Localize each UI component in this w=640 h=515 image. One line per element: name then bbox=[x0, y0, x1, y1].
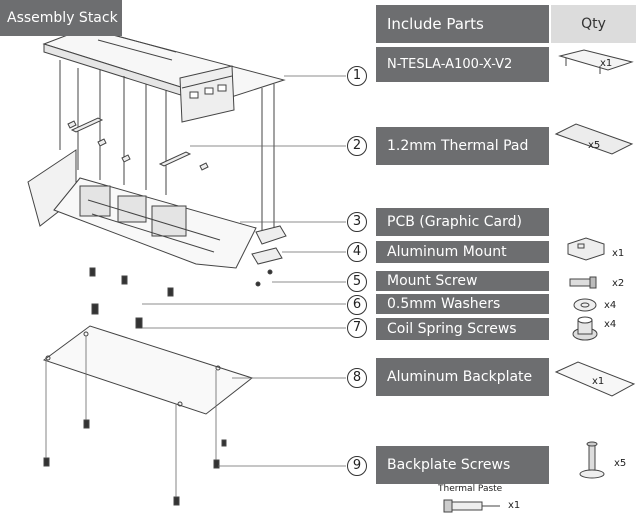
callout-6: 6 bbox=[347, 295, 367, 315]
thermal-paste-qty: x1 bbox=[508, 500, 521, 511]
qty-2: x5 bbox=[588, 140, 601, 151]
backplate bbox=[42, 325, 254, 415]
callout-9: 9 bbox=[347, 456, 367, 476]
qty-9: x5 bbox=[614, 458, 627, 469]
backplate-screws bbox=[43, 419, 227, 506]
callout-7: 7 bbox=[347, 318, 367, 338]
callout-4: 4 bbox=[347, 242, 367, 262]
aluminum-mount bbox=[251, 225, 287, 265]
qty-4: x1 bbox=[612, 248, 625, 259]
part-name-1: N-TESLA-A100-X-V2 bbox=[376, 47, 549, 82]
callout-1: 1 bbox=[347, 66, 367, 86]
part-name-3: PCB (Graphic Card) bbox=[376, 208, 549, 236]
assembly-stack-title: Assembly Stack bbox=[0, 0, 122, 36]
qty-8: x1 bbox=[592, 376, 605, 387]
qty-6: x4 bbox=[604, 300, 617, 311]
part-name-4: Aluminum Mount bbox=[376, 241, 549, 263]
pcb bbox=[27, 149, 257, 269]
part-name-6: 0.5mm Washers bbox=[376, 294, 549, 314]
qty-7: x4 bbox=[604, 319, 617, 330]
qty-5: x2 bbox=[612, 278, 625, 289]
water-block bbox=[42, 27, 286, 235]
include-parts-header: Include Parts bbox=[376, 5, 549, 43]
callout-5: 5 bbox=[347, 272, 367, 292]
qty-1: x1 bbox=[600, 58, 613, 69]
part-name-9: Backplate Screws bbox=[376, 446, 549, 484]
thermal-pads bbox=[67, 117, 209, 171]
qty-header: Qty bbox=[551, 5, 636, 43]
screws bbox=[89, 267, 273, 329]
callout-2: 2 bbox=[347, 136, 367, 156]
part-name-7: Coil Spring Screws bbox=[376, 318, 549, 340]
part-name-5: Mount Screw bbox=[376, 271, 549, 291]
part-name-2: 1.2mm Thermal Pad bbox=[376, 127, 549, 165]
thermal-paste-label: Thermal Paste bbox=[438, 484, 503, 494]
callout-8: 8 bbox=[347, 368, 367, 388]
part-name-8: Aluminum Backplate bbox=[376, 358, 549, 396]
callout-3: 3 bbox=[347, 212, 367, 232]
